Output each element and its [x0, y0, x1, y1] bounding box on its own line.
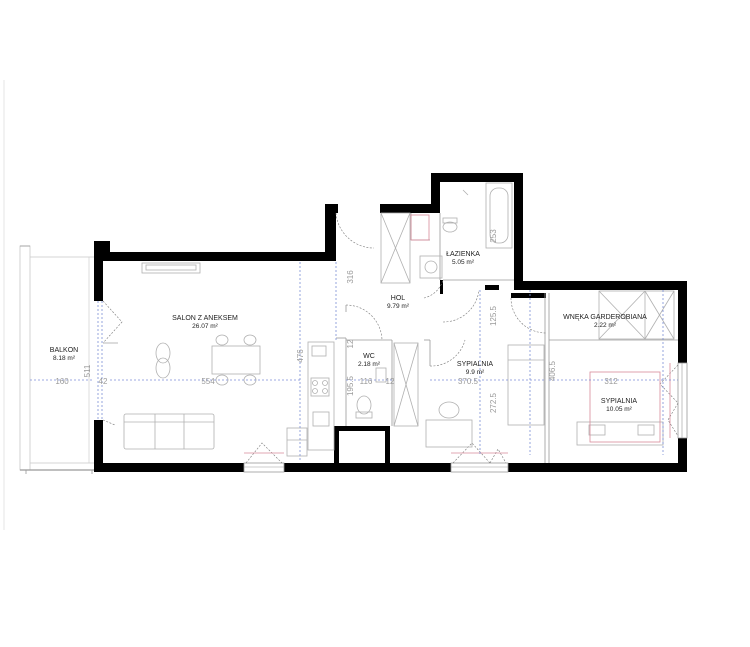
- room-area-sypialnia-2: 10.05 m²: [606, 406, 632, 413]
- wc-fixtures: [355, 342, 419, 427]
- dim-42: 42: [99, 377, 108, 386]
- interior-doors: [335, 212, 547, 367]
- dim-316: 316: [346, 270, 355, 284]
- room-name-salon: SALON Z ANEKSEM: [172, 315, 238, 322]
- hol-wardrobe: [380, 212, 411, 284]
- dim-312: 312: [604, 377, 618, 386]
- dim-476: 476: [296, 349, 305, 363]
- interior-walls: [334, 280, 546, 466]
- dim-406: 406.5: [548, 360, 557, 381]
- dim-272: 272.5: [489, 392, 498, 413]
- room-name-sypialnia-1: SYPIALNIA: [457, 361, 494, 368]
- dim-253: 253: [489, 229, 498, 243]
- dim-160: 160: [55, 377, 69, 386]
- dimension-lines: [30, 262, 678, 455]
- exterior-walls: [94, 173, 687, 472]
- dim-511: 511: [83, 364, 92, 377]
- room-area-wneka: 2.22 m²: [594, 322, 617, 329]
- wneka-wardrobe: [598, 290, 675, 340]
- room-area-wc: 2.18 m²: [358, 361, 381, 368]
- room-name-wneka: WNĘKA GARDEROBIANA: [563, 314, 647, 321]
- room-area-salon: 26.07 m²: [192, 323, 218, 330]
- window-sypialnia-right: [659, 362, 688, 439]
- dim-12-a: 12: [346, 339, 355, 348]
- room-name-sypialnia-2: SYPIALNIA: [601, 398, 638, 405]
- bathroom-fixtures: [410, 182, 513, 279]
- dimension-labels: 511 160 42 554 476 316 253 12 116 12 195…: [55, 229, 618, 413]
- dim-195: 195.5: [346, 375, 355, 396]
- room-area-sypialnia-1: 9.9 m²: [466, 369, 485, 376]
- balcony-door: [97, 300, 123, 426]
- room-labels: BALKON 8.18 m² SALON Z ANEKSEM 26.07 m² …: [50, 251, 647, 413]
- room-name-hol: HOL: [391, 295, 406, 302]
- window-sypialnia: [450, 442, 509, 473]
- sypialnia-2-furniture: [576, 371, 664, 446]
- dim-125: 125.5: [489, 305, 498, 326]
- room-area-balkon: 8.18 m²: [53, 355, 76, 362]
- room-area-lazienka: 5.05 m²: [452, 259, 475, 266]
- sypialnia-furniture: [425, 344, 545, 448]
- room-name-balkon: BALKON: [50, 347, 78, 354]
- salon-furniture: [123, 262, 335, 462]
- window-salon: [243, 442, 285, 473]
- dim-370: 370.5: [458, 377, 479, 386]
- room-name-wc: WC: [363, 353, 375, 360]
- room-name-lazienka: ŁAZIENKA: [446, 251, 480, 258]
- dim-116: 116: [360, 377, 373, 386]
- dim-554: 554: [201, 377, 215, 386]
- balcony: [19, 245, 94, 474]
- room-area-hol: 9.79 m²: [387, 303, 410, 310]
- partitions: [336, 213, 678, 463]
- dim-12-b: 12: [386, 377, 395, 386]
